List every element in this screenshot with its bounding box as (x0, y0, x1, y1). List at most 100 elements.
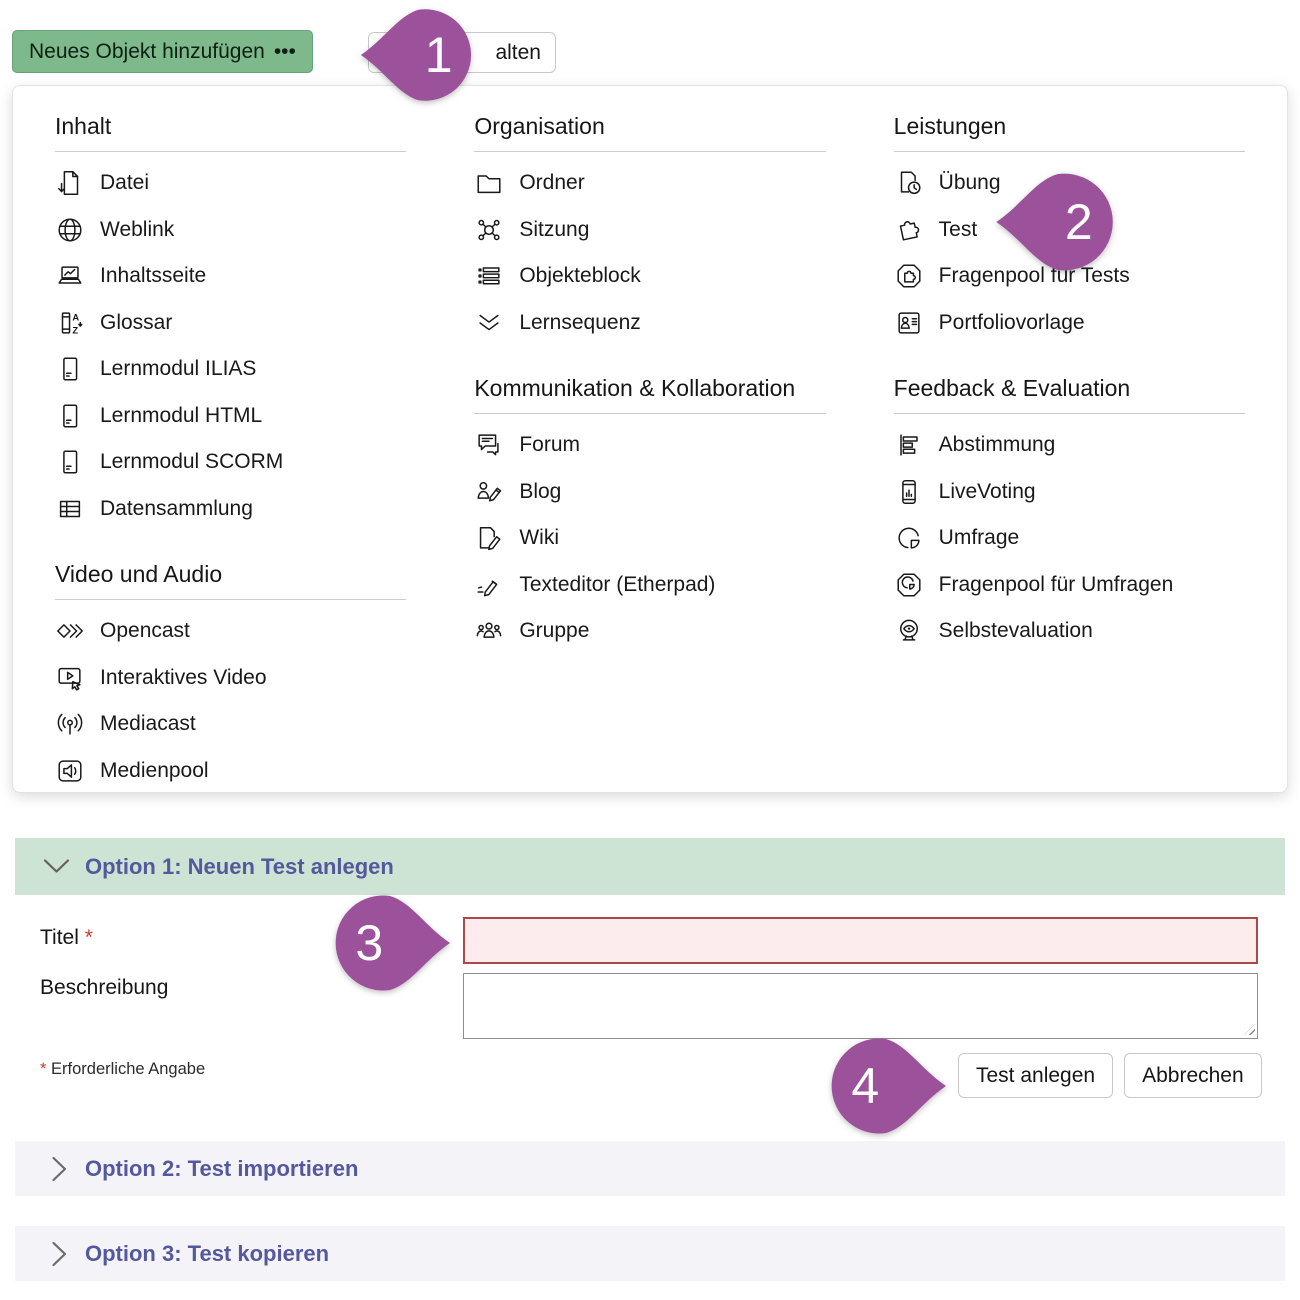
chevron-right-icon (51, 1241, 68, 1267)
annotation-number: 2 (1064, 194, 1093, 250)
menu-item-sitzung[interactable]: Sitzung (474, 206, 825, 253)
menu-item-fragenpool-für-umfragen[interactable]: Fragenpool für Umfragen (894, 561, 1245, 608)
lernmodul-icon (55, 354, 85, 384)
menu-item-abstimmung[interactable]: Abstimmung (894, 422, 1245, 469)
menu-item-label: Lernsequenz (519, 310, 641, 334)
menu-item-label: Übung (938, 171, 1001, 195)
fragenpool-tests-icon (894, 261, 924, 291)
menu-item-opencast[interactable]: Opencast (55, 608, 406, 655)
option2-accordion-header[interactable]: Option 2: Test importieren (15, 1141, 1285, 1196)
wiki-icon (474, 523, 504, 553)
option2-title: Option 2: Test importieren (85, 1155, 359, 1181)
lernmodul-icon (55, 447, 85, 477)
menu-item-ordner[interactable]: Ordner (474, 160, 825, 207)
menu-item-label: Sitzung (519, 217, 590, 241)
portfoliovorlage-icon (894, 308, 924, 338)
option3-title: Option 3: Test kopieren (85, 1240, 330, 1266)
menu-item-label: Selbstevaluation (938, 619, 1093, 643)
blog-icon (474, 477, 504, 507)
menu-item-forum[interactable]: Forum (474, 422, 825, 469)
teardrop-right-shape (831, 1038, 946, 1134)
forum-icon (474, 430, 504, 460)
menu-item-label: LiveVoting (938, 479, 1036, 503)
annotation-bubble-2: 2 (992, 166, 1132, 278)
menu-item-label: Blog (519, 479, 562, 503)
svg-text:A: A (72, 312, 79, 322)
option1-title: Option 1: Neuen Test anlegen (85, 853, 394, 879)
annotation-bubble-3: 3 (318, 888, 453, 998)
annotation-number: 1 (424, 27, 453, 83)
menu-item-lernmodul-html[interactable]: Lernmodul HTML (55, 392, 406, 439)
datei-icon (55, 168, 85, 198)
menu-item-lernsequenz[interactable]: Lernsequenz (474, 299, 825, 346)
abstimmung-icon (894, 430, 924, 460)
menu-item-test[interactable]: Test (894, 206, 1245, 253)
menu-item-label: Fragenpool für Tests (938, 264, 1130, 288)
menu-item-label: Wiki (519, 526, 559, 550)
description-label: Beschreibung (40, 976, 168, 1000)
menu-item-medienpool[interactable]: Medienpool (55, 747, 406, 794)
weblink-icon (55, 215, 85, 245)
required-note-text: Erforderliche Angabe (51, 1060, 206, 1078)
menu-item-datensammlung[interactable]: Datensammlung (55, 485, 406, 532)
menu-item-interaktives-video[interactable]: Interaktives Video (55, 654, 406, 701)
menu-item-inhaltsseite[interactable]: Inhaltsseite (55, 253, 406, 300)
menu-item-weblink[interactable]: Weblink (55, 206, 406, 253)
menu-item-gruppe[interactable]: Gruppe (474, 608, 825, 655)
menu-item-datei[interactable]: Datei (55, 160, 406, 207)
teardrop-left-shape (360, 9, 472, 101)
form-buttons: Test anlegen Abbrechen (958, 1053, 1262, 1098)
menu-item-umfrage[interactable]: Umfrage (894, 515, 1245, 562)
required-asterisk: * (84, 926, 93, 949)
menu-item-label: Datei (100, 171, 150, 195)
menu-item-label: Ordner (519, 171, 585, 195)
annotation-bubble-1: 1 (358, 2, 488, 108)
menu-item-label: Abstimmung (938, 433, 1056, 457)
mediacast-icon (55, 709, 85, 739)
menu-item-livevoting[interactable]: LiveVoting (894, 468, 1245, 515)
opencast-icon (55, 616, 85, 646)
description-label-text: Beschreibung (40, 976, 169, 999)
chevron-down-icon (43, 858, 70, 876)
menu-item-lernmodul-ilias[interactable]: Lernmodul ILIAS (55, 346, 406, 393)
add-new-object-button[interactable]: Neues Objekt hinzufügen ••• (12, 30, 313, 73)
selbstevaluation-icon (894, 616, 924, 646)
interaktives-video-icon (55, 663, 85, 693)
menu-item-blog[interactable]: Blog (474, 468, 825, 515)
menu-item-objekteblock[interactable]: Objekteblock (474, 253, 825, 300)
required-asterisk: * (40, 1060, 47, 1078)
menu-item-label: Texteditor (Etherpad) (519, 572, 716, 596)
ellipsis-icon: ••• (273, 39, 296, 63)
sitzung-icon (474, 215, 504, 245)
menu-item-mediacast[interactable]: Mediacast (55, 701, 406, 748)
section-title-video-und-audio: Video und Audio (55, 560, 407, 600)
description-textarea[interactable] (463, 973, 1258, 1039)
title-input[interactable] (463, 917, 1258, 964)
textarea-resize-handle[interactable] (1244, 1024, 1255, 1035)
menu-item-fragenpool-für-tests[interactable]: Fragenpool für Tests (894, 253, 1245, 300)
cancel-button[interactable]: Abbrechen (1124, 1053, 1262, 1098)
menu-item-übung[interactable]: Übung (894, 160, 1245, 207)
annotation-bubble-4: 4 (814, 1030, 949, 1142)
inhaltsseite-icon (55, 261, 85, 291)
menu-item-label: Test (938, 217, 978, 241)
menu-item-portfoliovorlage[interactable]: Portfoliovorlage (894, 299, 1245, 346)
menu-item-selbstevaluation[interactable]: Selbstevaluation (894, 608, 1245, 655)
menu-item-texteditor-etherpad[interactable]: Texteditor (Etherpad) (474, 561, 825, 608)
option3-accordion-header[interactable]: Option 3: Test kopieren (15, 1226, 1285, 1281)
create-test-button[interactable]: Test anlegen (958, 1053, 1114, 1098)
menu-item-label: Portfoliovorlage (938, 310, 1085, 334)
menu-item-lernmodul-scorm[interactable]: Lernmodul SCORM (55, 439, 406, 486)
annotation-number: 4 (851, 1058, 880, 1114)
option1-accordion-header[interactable]: Option 1: Neuen Test anlegen (15, 838, 1285, 895)
menu-item-label: Forum (519, 433, 581, 457)
menu-item-wiki[interactable]: Wiki (474, 515, 825, 562)
fragenpool-umfragen-icon (894, 570, 924, 600)
